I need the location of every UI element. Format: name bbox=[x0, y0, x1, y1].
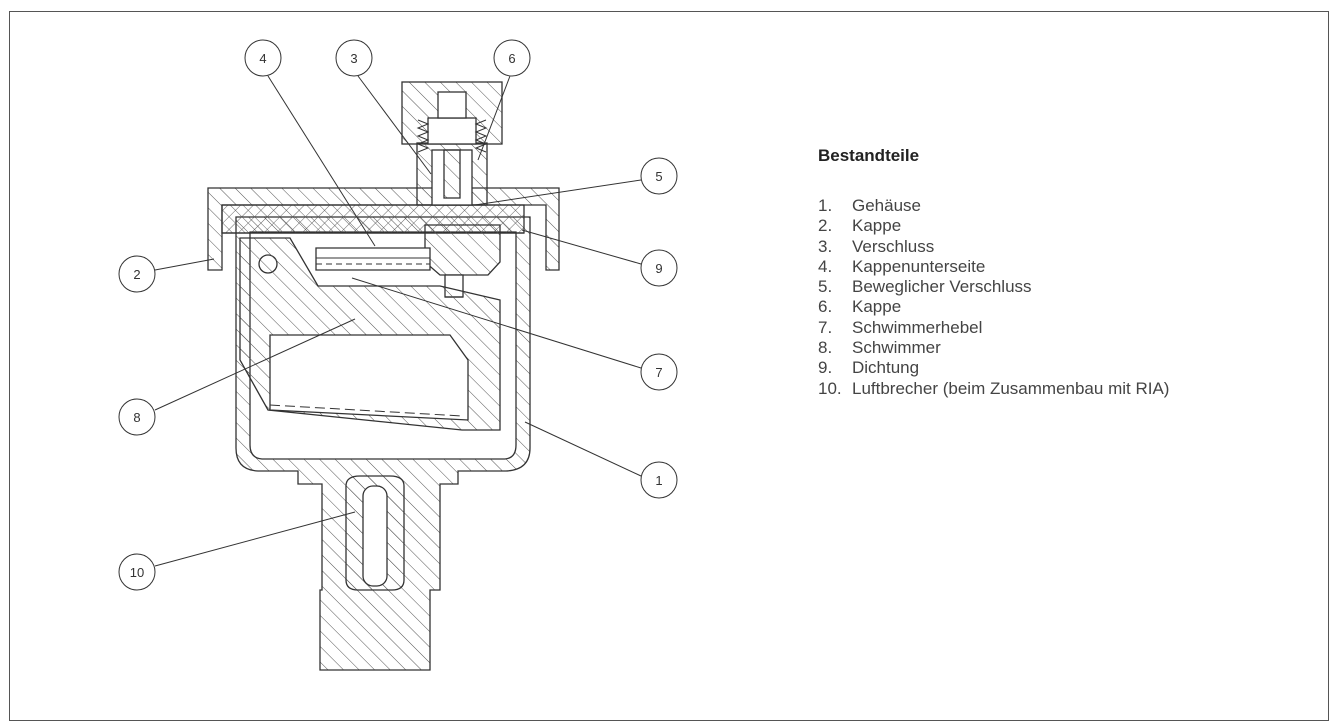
callout-leaders bbox=[154, 75, 642, 567]
legend-item-label: Kappenunterseite bbox=[852, 256, 986, 276]
legend-item: 6. Kappe bbox=[818, 297, 1169, 317]
legend-item-number: 1. bbox=[818, 196, 833, 215]
legend-item-label: Verschluss bbox=[852, 236, 935, 256]
legend-item-number: 6. bbox=[818, 297, 833, 317]
legend-item-label: Luftbrecher (beim Zusammenbau mit RIA) bbox=[852, 378, 1170, 398]
callout-8: 8 bbox=[118, 398, 156, 436]
callout-10-label: 10 bbox=[130, 565, 144, 580]
legend-item-label: Beweglicher Verschluss bbox=[852, 277, 1032, 297]
callout-6-label: 6 bbox=[508, 51, 515, 66]
callout-5-label: 5 bbox=[655, 169, 662, 184]
legend-item-label: Gehäuse bbox=[852, 196, 921, 215]
legend-item: 10. Luftbrecher (beim Zusammenbau mit RIA… bbox=[818, 379, 1169, 399]
legend-item-number: 4. bbox=[818, 256, 833, 276]
callout-4-label: 4 bbox=[259, 51, 266, 66]
callout-9-label: 9 bbox=[655, 261, 662, 276]
callout-2: 2 bbox=[118, 255, 156, 293]
float-window bbox=[269, 334, 469, 421]
valve-body-drawing bbox=[207, 81, 560, 671]
legend-item: 3. Verschluss bbox=[818, 237, 1169, 257]
callout-1: 1 bbox=[640, 461, 678, 499]
legend-item-number: 2. bbox=[818, 216, 833, 236]
legend-title: Bestandteile bbox=[818, 146, 920, 165]
legend-item-label: Kappe bbox=[852, 216, 902, 236]
legend-item-number: 3. bbox=[818, 236, 833, 256]
legend-item-label: Dichtung bbox=[852, 358, 920, 378]
legend-item-number: 7. bbox=[818, 317, 833, 337]
legend-item-label: Kappe bbox=[852, 297, 902, 317]
legend-item-number: 5. bbox=[818, 277, 833, 297]
callout-7-label: 7 bbox=[655, 365, 662, 380]
plunger bbox=[424, 224, 501, 276]
legend-item-number: 10. bbox=[818, 378, 842, 398]
legend-item: 1. Gehäuse bbox=[818, 196, 1169, 216]
callout-7: 7 bbox=[640, 353, 678, 391]
callout-4: 4 bbox=[244, 39, 282, 77]
callout-1-label: 1 bbox=[655, 473, 662, 488]
legend-item-number: 9. bbox=[818, 358, 833, 378]
callouts: 4 3 6 5 2 9 7 8 bbox=[118, 39, 678, 591]
callout-3-label: 3 bbox=[350, 51, 357, 66]
callout-8-label: 8 bbox=[133, 410, 140, 425]
legend-item-label: Schwimmerhebel bbox=[852, 317, 983, 337]
components-legend: Bestandteile 1. Gehäuse 2. Kappe 3. Verschl… bbox=[818, 146, 1169, 399]
legend-item: 4. Kappenunterseite bbox=[818, 257, 1169, 277]
callout-5: 5 bbox=[640, 157, 678, 195]
callout-3: 3 bbox=[335, 39, 373, 77]
callout-2-label: 2 bbox=[133, 267, 140, 282]
legend-item: 7. Schwimmerhebel bbox=[818, 318, 1169, 338]
legend-item: 2. Kappe bbox=[818, 216, 1169, 236]
callout-6: 6 bbox=[493, 39, 531, 77]
legend-item-number: 8. bbox=[818, 338, 833, 358]
legend-list: 1. Gehäuse 2. Kappe 3. Verschluss 4. Kappenu… bbox=[818, 196, 1169, 399]
legend-item: 9. Dichtung bbox=[818, 358, 1169, 378]
legend-item-label: Schwimmer bbox=[852, 338, 941, 358]
callout-9: 9 bbox=[640, 249, 678, 287]
float-lever bbox=[315, 247, 431, 271]
legend-item: 8. Schwimmer bbox=[818, 338, 1169, 358]
legend-item: 5. Beweglicher Verschluss bbox=[818, 277, 1169, 297]
callout-10: 10 bbox=[118, 553, 156, 591]
